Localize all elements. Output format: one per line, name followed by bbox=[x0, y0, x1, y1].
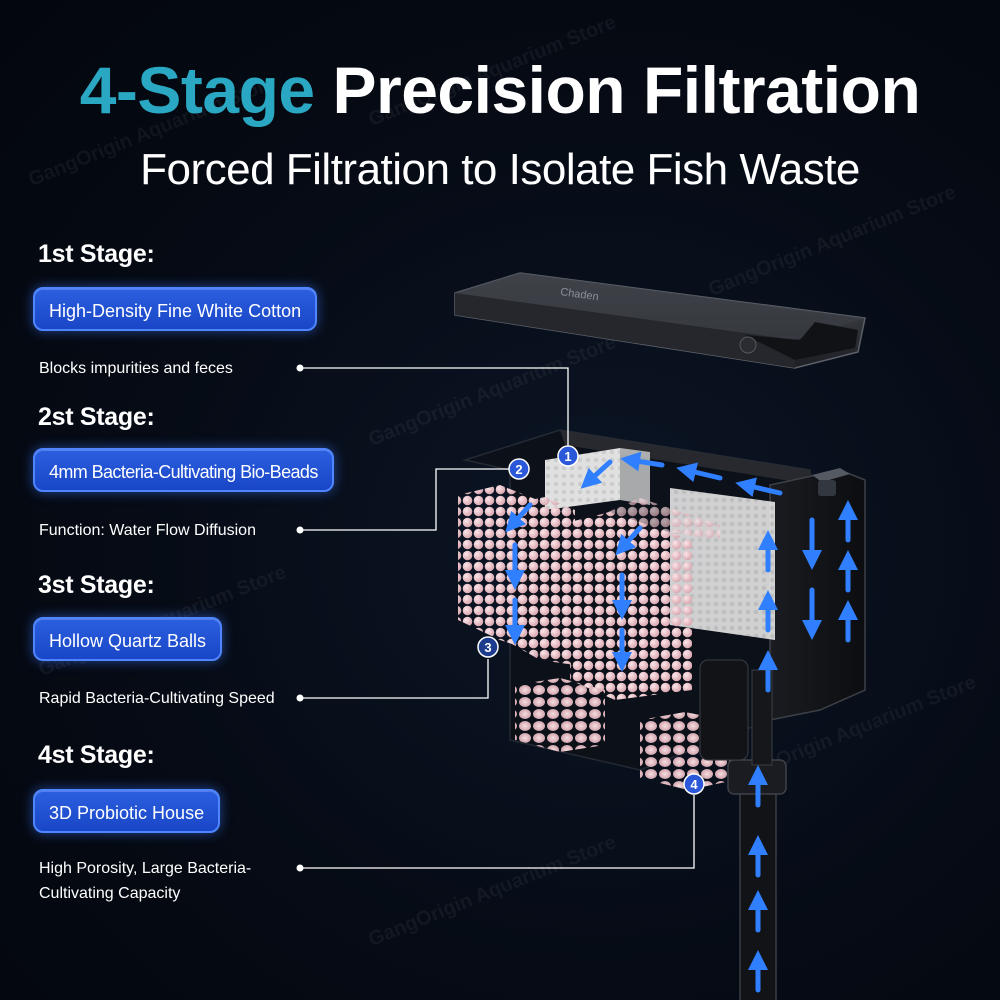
stage-4-description-line: High Porosity, Large Bacteria- bbox=[39, 860, 252, 877]
stage-marker-1: 1 bbox=[557, 445, 579, 467]
watermark: GangOrigin Aquarium Store bbox=[365, 331, 620, 451]
stage-4-label: 3D Probiotic House bbox=[33, 789, 221, 833]
stage-4-heading: 4st Stage: bbox=[38, 741, 155, 769]
watermark: GangOrigin Aquarium Store bbox=[725, 671, 980, 791]
filter-box bbox=[462, 429, 866, 771]
title-accent: 4-Stage bbox=[79, 53, 315, 127]
cotton-filter bbox=[545, 448, 775, 640]
stage-2-heading: 2st Stage: bbox=[38, 403, 155, 431]
stage-marker-label: 4 bbox=[690, 777, 698, 792]
stage-1-label: High-Density Fine White Cotton bbox=[33, 287, 318, 331]
stage-marker-4: 4 bbox=[683, 773, 705, 795]
connector-stage-4 bbox=[300, 795, 695, 869]
connector-lines bbox=[300, 367, 695, 869]
stage-marker-label: 3 bbox=[484, 640, 491, 655]
water-flow-arrows bbox=[505, 451, 858, 993]
stage-4-description: High Porosity, Large Bacteria- Cultivati… bbox=[39, 856, 251, 906]
stage-3-label: Hollow Quartz Balls bbox=[33, 617, 223, 661]
page-title: 4-Stage Precision Filtration bbox=[0, 52, 1000, 128]
stage-3-description: Rapid Bacteria-Cultivating Speed bbox=[39, 690, 275, 707]
stage-1-description: Blocks impurities and feces bbox=[39, 360, 233, 377]
stage-3-heading: 3st Stage: bbox=[38, 571, 155, 599]
intake-pipe bbox=[699, 659, 787, 1000]
stage-marker-3: 3 bbox=[477, 636, 499, 658]
lid-brand: Chaden bbox=[560, 286, 600, 303]
stage-marker-2: 2 bbox=[508, 458, 530, 480]
title-main: Precision Filtration bbox=[332, 53, 921, 127]
connector-stage-3 bbox=[300, 659, 489, 699]
stage-marker-label: 2 bbox=[515, 462, 522, 477]
stage-marker-label: 1 bbox=[564, 449, 571, 464]
watermark: GangOrigin Aquarium Store bbox=[365, 831, 620, 951]
stage-2-description: Function: Water Flow Diffusion bbox=[39, 522, 256, 539]
page-subtitle: Forced Filtration to Isolate Fish Waste bbox=[140, 145, 860, 194]
probiotic-house bbox=[515, 678, 735, 790]
stage-2-label: 4mm Bacteria-Cultivating Bio-Beads bbox=[33, 448, 334, 492]
stage-1-heading: 1st Stage: bbox=[38, 240, 155, 268]
connector-dots bbox=[296, 364, 304, 872]
watermark: GangOrigin Aquarium Store bbox=[705, 181, 960, 301]
bio-bead-layer bbox=[458, 485, 720, 700]
filter-lid: Chaden bbox=[454, 272, 866, 369]
stage-4-description-line: Cultivating Capacity bbox=[39, 885, 181, 902]
